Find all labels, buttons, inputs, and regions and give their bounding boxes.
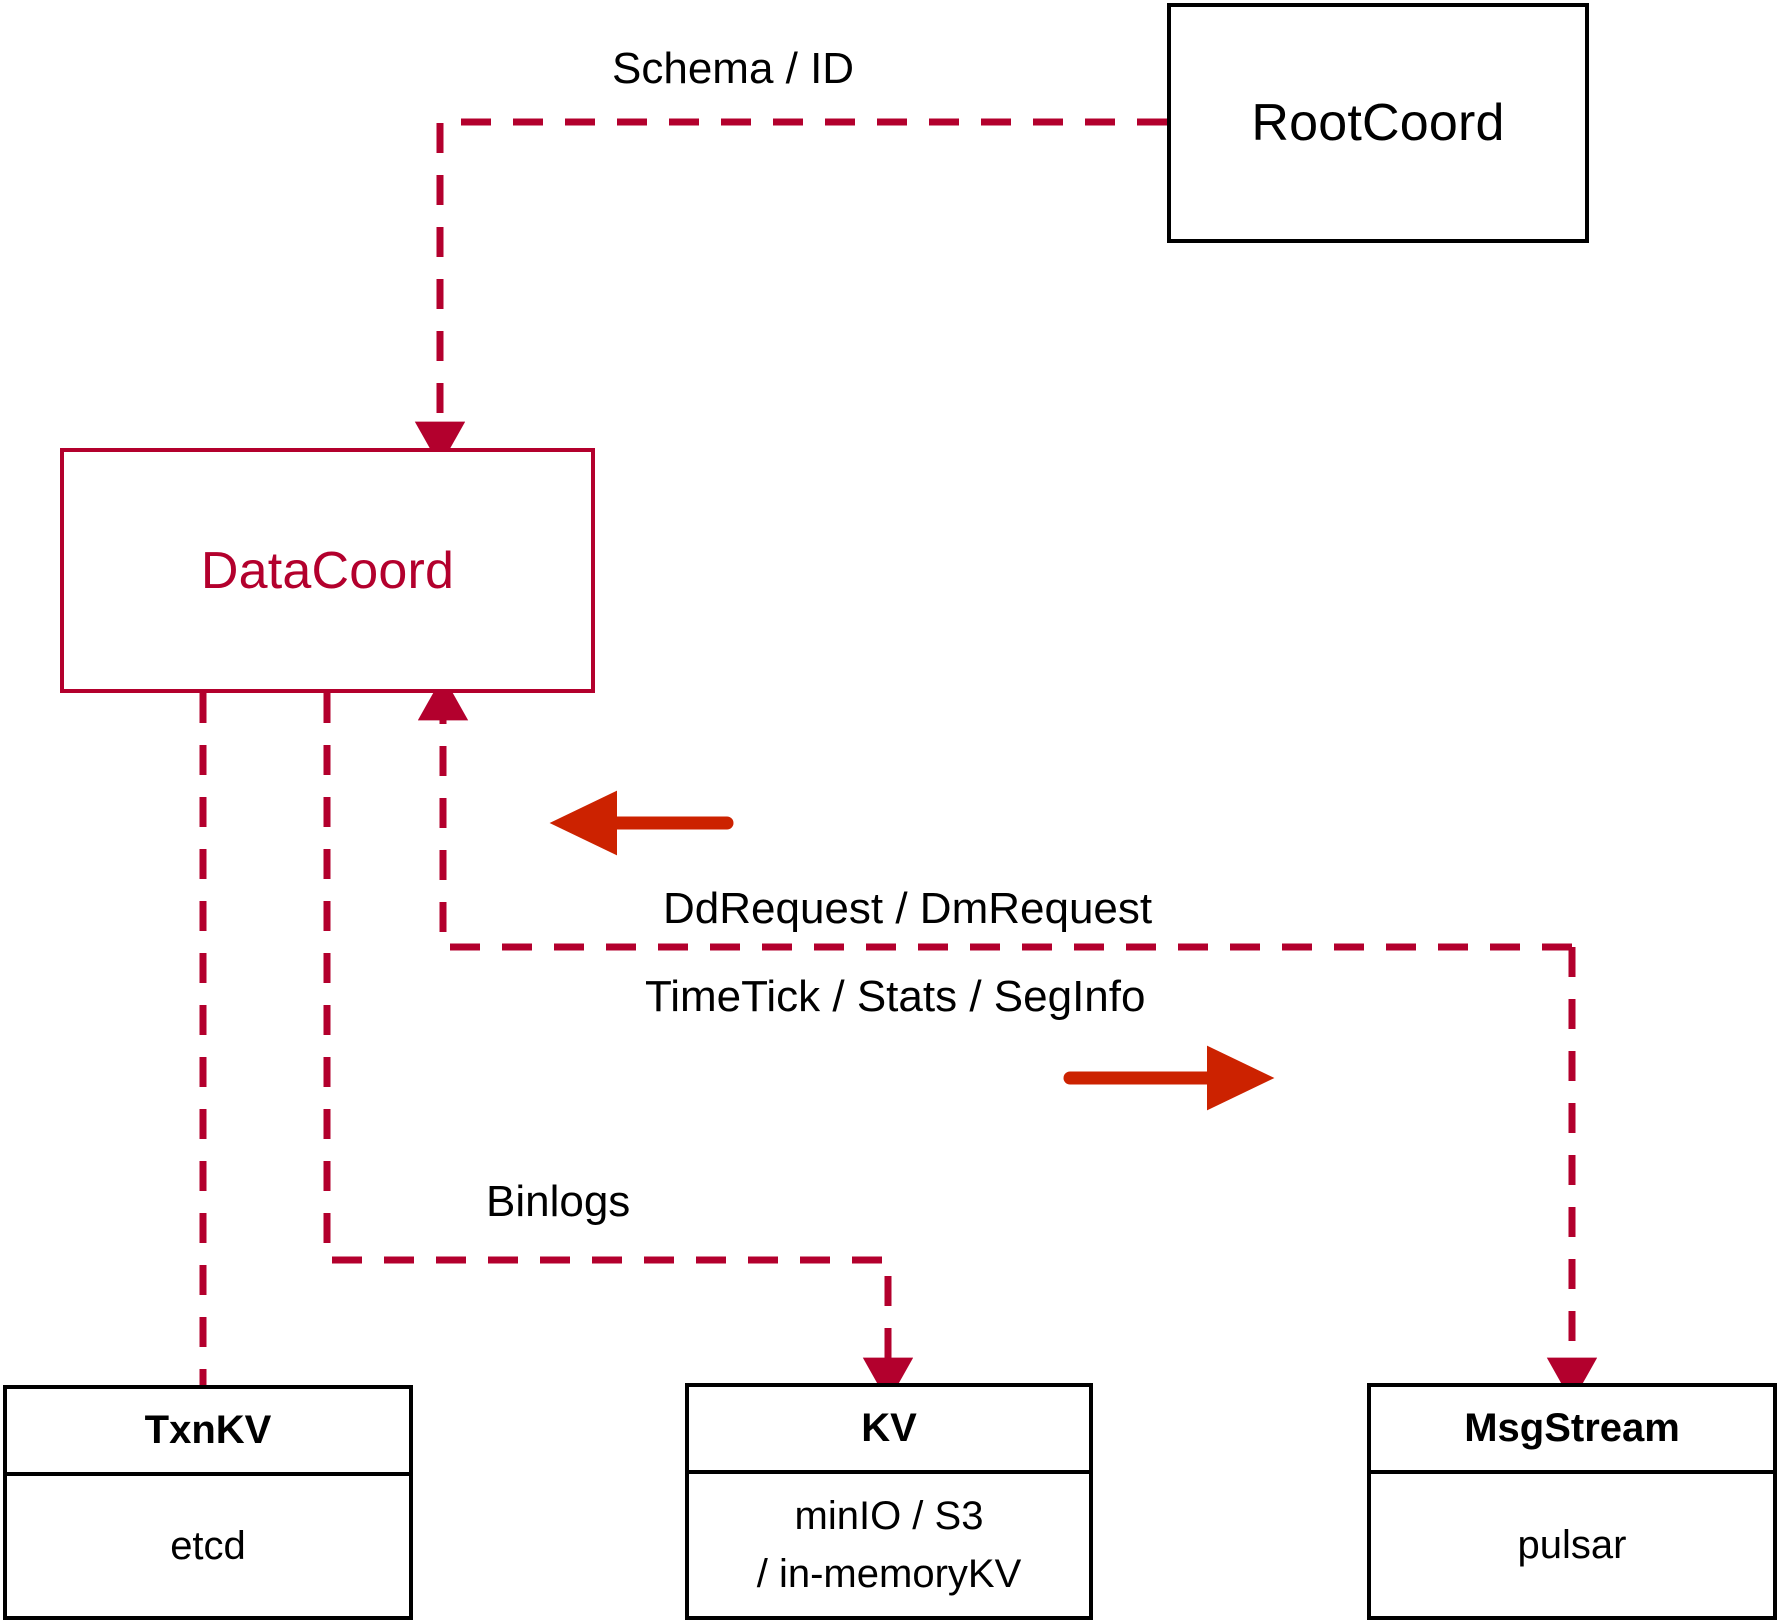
node-datacoord-label: DataCoord (200, 541, 455, 600)
node-datacoord[interactable]: DataCoord (60, 448, 595, 693)
node-txnkv-line-0: etcd (170, 1524, 246, 1568)
edge-binlogs (323, 693, 914, 1403)
node-msgstream[interactable]: MsgStream pulsar (1367, 1383, 1777, 1620)
edge-label-ddrequest-dmrequest: DdRequest / DmRequest (663, 884, 1153, 933)
node-msgstream-line-0: pulsar (1517, 1523, 1627, 1567)
edge-ddrequest-dmrequest (417, 675, 1572, 951)
edge-label-timetick-stats-seginfo: TimeTick / Stats / SegInfo (645, 972, 1146, 1021)
node-kv-line-1: / in-memoryKV (756, 1552, 1022, 1596)
node-kv-body: minIO / S3 / in-memoryKV (689, 1474, 1089, 1616)
node-msgstream-title: MsgStream (1371, 1387, 1773, 1474)
node-msgstream-body: pulsar (1371, 1474, 1773, 1616)
node-txnkv-body: etcd (7, 1476, 409, 1616)
edge-label-schema-id: Schema / ID (612, 44, 855, 93)
node-kv-title: KV (689, 1387, 1089, 1474)
node-txnkv-title: TxnKV (7, 1389, 409, 1476)
node-rootcoord-label: RootCoord (1251, 94, 1505, 152)
node-kv[interactable]: KV minIO / S3 / in-memoryKV (685, 1383, 1093, 1620)
node-txnkv[interactable]: TxnKV etcd (3, 1385, 413, 1620)
edge-schema-id (414, 118, 1167, 467)
edge-label-binlogs: Binlogs (486, 1177, 631, 1226)
node-kv-line-0: minIO / S3 (794, 1494, 984, 1538)
node-rootcoord[interactable]: RootCoord (1167, 3, 1589, 243)
